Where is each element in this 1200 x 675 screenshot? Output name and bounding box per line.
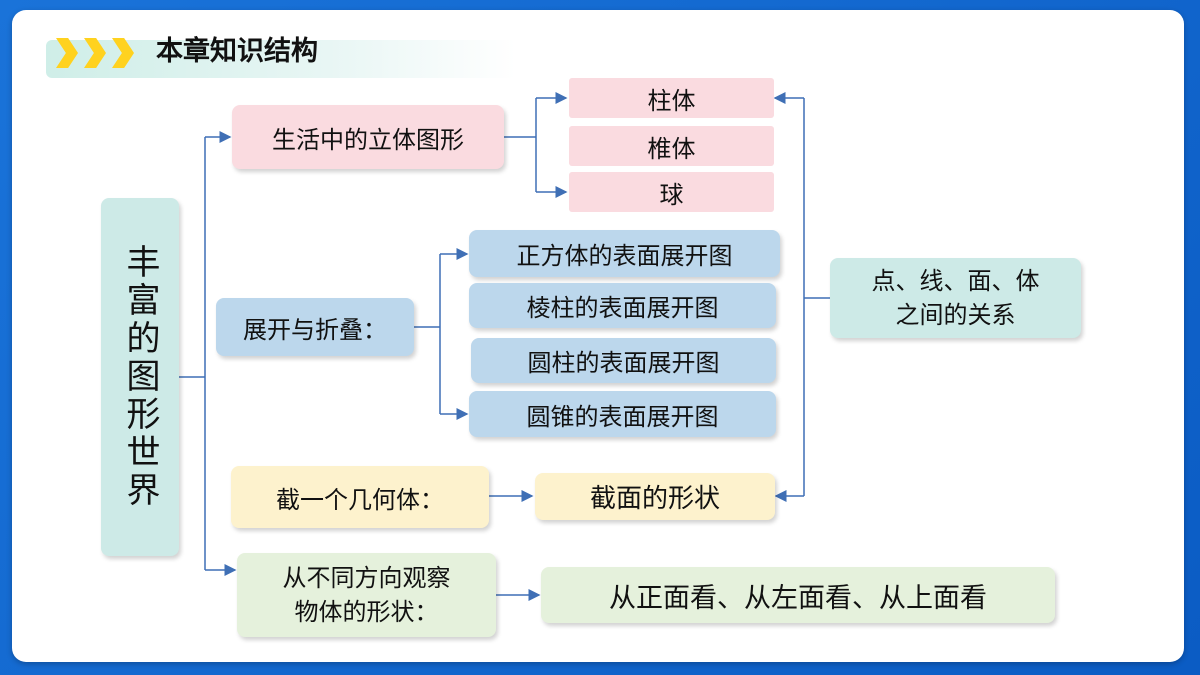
net-item-cylinder: 圆柱的表面展开图: [471, 338, 776, 383]
relation-node: 点、线、面、体 之间的关系: [830, 258, 1081, 338]
relation-label-line2: 之间的关系: [895, 301, 1016, 329]
root-node: 丰富的图形世界: [101, 198, 179, 556]
chevron-icon-3: [112, 38, 134, 68]
page-title: 本章知识结构: [156, 36, 318, 67]
section-node: 截一个几何体：: [231, 466, 489, 528]
views-result: 从正面看、从左面看、从上面看: [541, 567, 1055, 623]
relation-label-line1: 点、线、面、体: [871, 267, 1040, 295]
solid-item-sphere: 球: [569, 172, 774, 212]
section-result: 截面的形状: [535, 473, 775, 520]
solid-item-prism: 柱体: [569, 78, 774, 118]
chevron-icon-1: [56, 38, 78, 68]
views-node: 从不同方向观察 物体的形状：: [237, 553, 496, 637]
solids-node: 生活中的立体图形: [232, 105, 504, 169]
unfold-node: 展开与折叠：: [216, 298, 414, 356]
views-label-line2: 物体的形状：: [294, 598, 439, 626]
net-item-cone: 圆锥的表面展开图: [469, 391, 776, 437]
net-item-cube: 正方体的表面展开图: [469, 230, 780, 277]
views-label-line1: 从不同方向观察: [282, 564, 451, 592]
chevron-icon-2: [84, 38, 106, 68]
net-item-prism: 棱柱的表面展开图: [469, 283, 776, 328]
solid-item-pyramid: 椎体: [569, 126, 774, 166]
